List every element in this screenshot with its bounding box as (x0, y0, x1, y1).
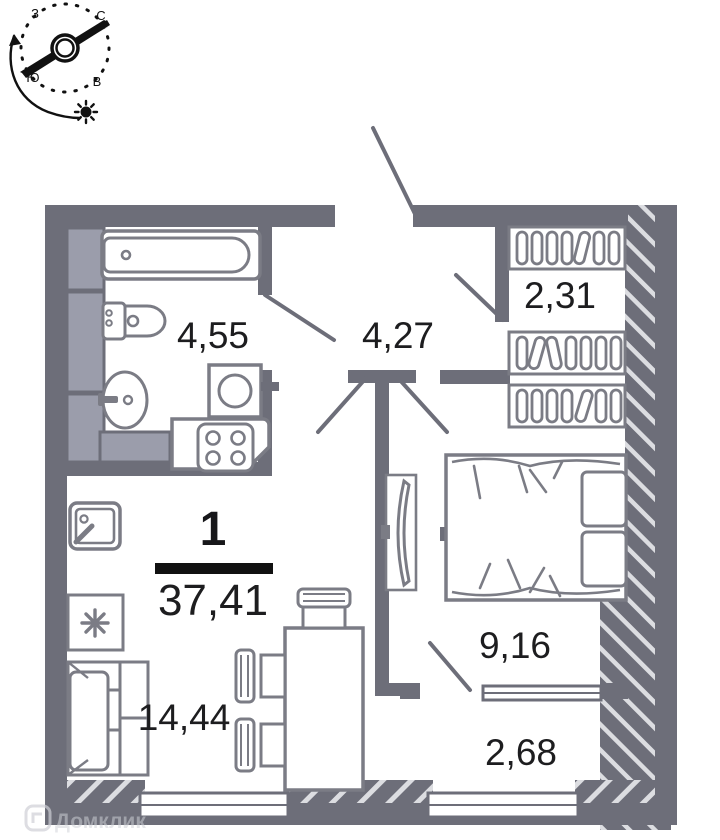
stove-icon (170, 417, 271, 473)
pillow-icon (580, 470, 628, 588)
watermark: Домклик (24, 804, 146, 833)
rooms-count-label: 1 (200, 503, 227, 556)
door-swing-icon (263, 126, 505, 692)
total-area-label: 37,41 (158, 576, 268, 625)
compass-west-label: З (31, 6, 39, 21)
compass-south-label: Ю (26, 70, 39, 85)
sun-icon (73, 99, 99, 125)
toilet-icon (101, 301, 167, 341)
compass-east-label: В (93, 74, 102, 89)
wardrobe-hangers-icon (507, 225, 627, 429)
hallway-area-label: 4,27 (362, 315, 434, 356)
bathroom-area-label: 4,55 (177, 315, 249, 356)
window-icon (138, 684, 603, 819)
kitchen-sink-icon (68, 501, 122, 551)
balcony-area-label: 2,68 (485, 732, 557, 773)
bedroom-area-label: 9,16 (479, 625, 551, 666)
sofa-icon (66, 660, 150, 777)
refrigerator-icon (66, 593, 125, 652)
dining-table-icon (283, 626, 365, 792)
watermark-label: Домклик (55, 810, 146, 833)
wardrobe-area-label: 2,31 (524, 275, 596, 316)
bathtub-icon (100, 229, 262, 281)
plan-summary: 1 37,41 (155, 503, 273, 625)
compass-north-label: С (96, 8, 105, 23)
washbasin-icon (98, 370, 149, 430)
living-room-area-label: 14,44 (138, 697, 231, 738)
compass-rose-icon (9, 2, 111, 120)
tv-icon (381, 473, 418, 592)
chair-icon (234, 587, 352, 773)
washing-machine-icon (207, 363, 279, 419)
